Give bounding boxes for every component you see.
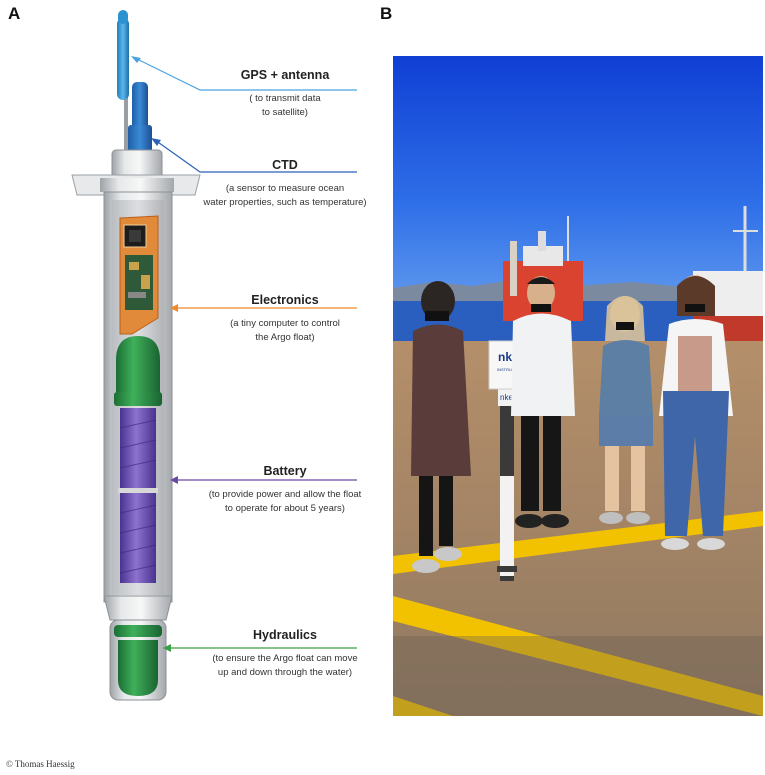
label-ctd-desc: (a sensor to measure ocean water propert… [170,182,400,210]
label-electronics-title: Electronics [251,293,319,307]
label-battery: Battery (to provide power and allow the … [170,464,400,516]
panel-b-letter: B [380,4,393,23]
person-1 [411,281,471,573]
label-battery-desc-line1: (to provide power and allow the float [208,489,362,500]
person-3 [599,296,653,524]
label-battery-title: Battery [263,464,307,478]
label-ctd-desc-line1: (a sensor to measure ocean [225,183,345,194]
panel-a-letter: A [8,4,21,23]
label-electronics-desc: (a tiny computer to control the Argo flo… [170,317,400,345]
label-gps-desc-line1: ( to transmit data [249,93,321,104]
label-battery-desc-line2: to operate for about 5 years) [225,503,345,514]
label-battery-desc: (to provide power and allow the float to… [170,488,400,516]
label-ctd: CTD (a sensor to measure ocean water pro… [170,158,400,210]
photo-credit: © Thomas Haessig [6,759,75,769]
label-hydraulics-desc: (to ensure the Argo float can move up an… [170,652,400,680]
label-hydraulics-desc-line2: up and down through the water) [217,667,353,678]
label-hydraulics-title: Hydraulics [253,628,317,642]
gps-antenna [117,10,129,165]
argo-float-diagram [71,10,357,701]
person-2 [511,276,575,528]
label-electronics-desc-line2: the Argo float) [255,332,315,343]
argo-float-photo: nke nke INSTRUMENTATION [393,56,763,716]
battery-pack [118,408,158,583]
label-gps: GPS + antenna ( to transmit data to sate… [170,68,400,120]
label-hydraulics: Hydraulics (to ensure the Argo float can… [170,628,400,680]
upper-bladder [114,336,162,406]
float-logo-small: nke [500,393,513,402]
electronics-board [119,215,159,335]
label-electronics: Electronics (a tiny computer to control … [170,293,400,345]
leader-lines [134,57,357,649]
ctd-sensor [128,82,152,155]
label-electronics-desc-line1: (a tiny computer to control [230,318,340,329]
leader-arrowheads [131,56,178,652]
float-top-cap [71,149,201,196]
argo-float: nke [497,241,517,581]
label-hydraulics-desc-line1: (to ensure the Argo float can move [212,653,358,664]
label-ctd-title: CTD [272,158,298,172]
label-gps-desc: ( to transmit data to satellite) [170,92,400,120]
person-4 [659,275,733,550]
label-gps-desc-line2: to satellite) [262,107,308,118]
label-gps-title: GPS + antenna [240,68,330,82]
hydraulics-pump [114,625,162,696]
label-ctd-desc-line2: water properties, such as temperature) [203,197,367,208]
